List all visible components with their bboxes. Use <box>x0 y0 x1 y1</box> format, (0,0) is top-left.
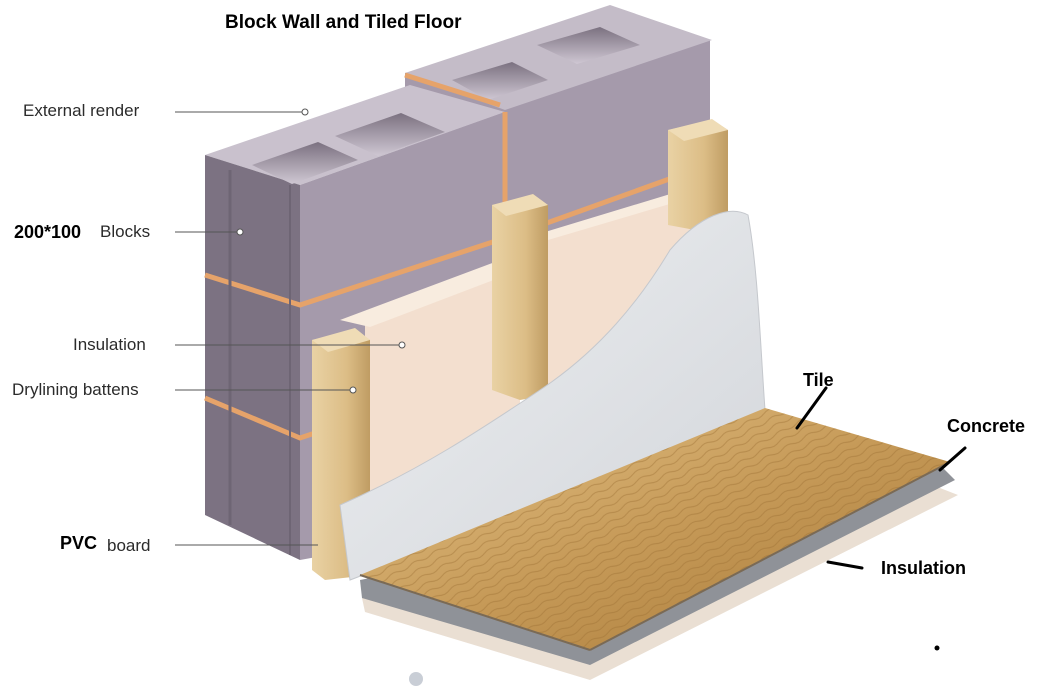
label-tile: Tile <box>803 370 834 391</box>
label-insulation-wall: Insulation <box>73 335 146 355</box>
label-blocks: Blocks <box>100 222 150 242</box>
label-insulation-floor: Insulation <box>881 558 966 579</box>
label-external-render: External render <box>23 101 139 121</box>
label-board: board <box>107 536 150 556</box>
label-blocks-size: 200*100 <box>14 222 81 243</box>
label-drylining-battens: Drylining battens <box>12 380 139 400</box>
batten <box>492 195 548 400</box>
label-pvc: PVC <box>60 533 97 554</box>
label-concrete: Concrete <box>947 416 1025 437</box>
block-side-face <box>205 155 300 560</box>
diagram-title: Block Wall and Tiled Floor <box>225 12 461 34</box>
